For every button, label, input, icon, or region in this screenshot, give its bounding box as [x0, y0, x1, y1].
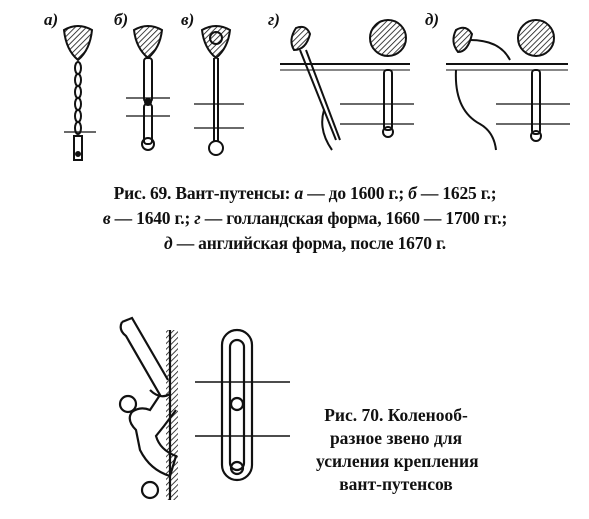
caption-69-text-d: — голландская форма, 1660 — 1700 гг.;: [200, 208, 508, 228]
caption-69-line-2: в — 1640 г.; г — голландская форма, 1660…: [60, 206, 550, 231]
panel-b-drawing: [126, 25, 170, 151]
panel-label-e: д): [425, 10, 440, 29]
caption-70-line-1: Рис. 70. Коленооб-: [324, 405, 468, 425]
panel-a-drawing: [62, 25, 96, 161]
panel-e-drawing: [446, 19, 570, 151]
figure-70-drawing: [118, 316, 290, 500]
panel-d-drawing: [280, 19, 414, 151]
figure-69-caption: Рис. 69. Вант-путенсы: а — до 1600 г.; б…: [60, 181, 550, 256]
panel-c-drawing: [194, 25, 244, 156]
caption-69-letter-a: а: [294, 183, 304, 203]
caption-69-prefix: Рис. 69. Вант-путенсы:: [113, 183, 295, 203]
caption-69-line-3: д — английская форма, после 1670 г.: [60, 231, 550, 256]
caption-69-letter-e: д: [164, 233, 173, 253]
caption-69-text-e: — английская форма, после 1670 г.: [172, 233, 446, 253]
panel-label-c: в): [181, 10, 195, 29]
panel-label-a: а): [44, 10, 59, 29]
caption-69-letter-c: в: [102, 208, 111, 228]
figure-70-caption: Рис. 70. Коленооб- разное звено для усил…: [316, 404, 479, 496]
caption-69-text-c: — 1640 г.;: [110, 208, 195, 228]
caption-69-line-1: Рис. 69. Вант-путенсы: а — до 1600 г.; б…: [60, 181, 550, 206]
panel-label-d: г): [268, 10, 280, 29]
caption-69-text-a: — до 1600 г.;: [303, 183, 409, 203]
caption-69-letter-d: г: [194, 208, 201, 228]
caption-70-line-3: усиления крепления: [316, 451, 479, 471]
panel-label-b: б): [114, 10, 129, 29]
caption-70-line-4: вант-путенсов: [339, 474, 453, 494]
caption-70-line-2: разное звено для: [329, 428, 463, 448]
caption-69-letter-b: б: [408, 183, 417, 203]
caption-69-text-b: — 1625 г.;: [416, 183, 497, 203]
